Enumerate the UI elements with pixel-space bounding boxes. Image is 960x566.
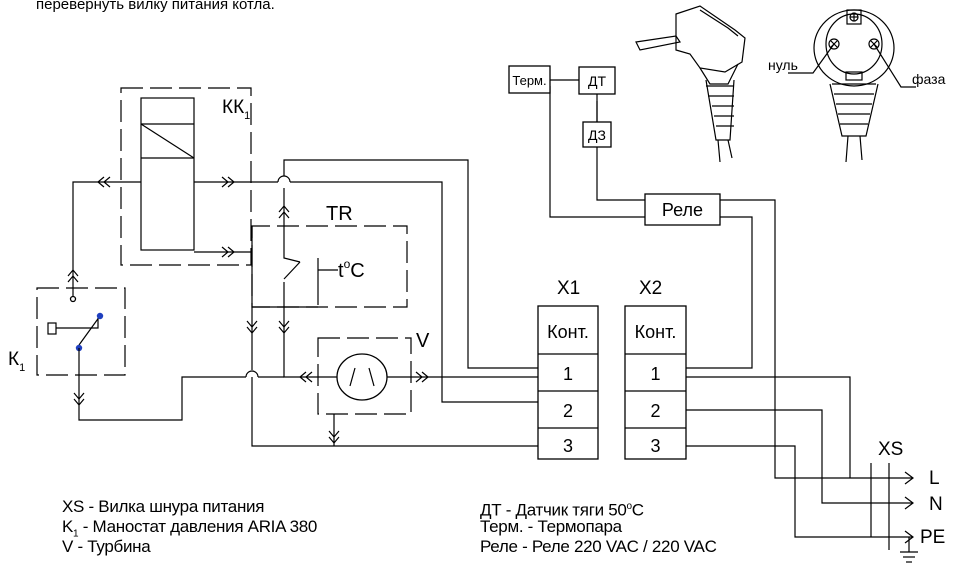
connector-marks [67, 176, 429, 444]
terminal-x1-pin-3: 3 [563, 436, 573, 456]
thermocouple-label: Терм. [512, 73, 546, 88]
sensor-dz-label: ДЗ [588, 127, 606, 143]
line-n-label: N [929, 494, 943, 515]
neutral-pin-label: нуль [768, 57, 798, 73]
terminal-x1-pin-1: 1 [563, 364, 573, 384]
terminal-x2-pin-3: 3 [650, 436, 660, 456]
terminal-block-x1: Конт. 1 2 3 [537, 305, 599, 460]
switch-contact-no [96, 312, 104, 320]
line-l-label: L [929, 468, 940, 489]
relay-box [644, 193, 721, 226]
turbine-v-symbol [336, 353, 388, 401]
relay-kk1-housing [120, 87, 252, 266]
legend-right-item-1: Терм. - Термопара [480, 517, 622, 536]
plug-xs-label: XS [878, 439, 903, 460]
legend-left-item-0: XS - Вилка шнура питания [62, 497, 265, 516]
plug-side-view-image [635, 5, 746, 163]
terminal-x1-header: Конт. [547, 322, 589, 342]
legend-left-item-1: K1 - Маностат давления ARIA 380 [62, 517, 318, 540]
top-note: перевернуть вилку питания котла. [36, 0, 275, 13]
relay-kk1-coil [140, 97, 195, 251]
relay-kk1-label: КК1 [222, 97, 250, 122]
pressure-switch-label: К1 [8, 349, 25, 374]
line-pe-label: PE [920, 527, 945, 548]
plug-front-view-image: нуль фаза [768, 9, 946, 163]
thermostat-tr-label: TR [326, 203, 353, 225]
legend-left: XS - Вилка шнура питания K1 - Маностат д… [62, 497, 317, 557]
sensor-dz-box [582, 121, 612, 148]
phase-pin-label: фаза [912, 71, 946, 87]
switch-contact-nc [69, 295, 77, 303]
terminal-x1-label: X1 [557, 278, 580, 299]
legend-right-item-2: Реле - Реле 220 VAC / 220 VAC [480, 537, 717, 556]
legend-left-item-2: V - Турбина [62, 537, 151, 556]
draft-sensor-dt-label: ДТ [588, 73, 606, 89]
thermostat-tr-housing [251, 225, 408, 308]
turbine-housing [317, 337, 412, 415]
legend-right-item-0: ДТ - Датчик тяги 50oC [480, 500, 644, 520]
terminal-x2-pin-1: 1 [650, 364, 660, 384]
terminal-x2-pin-2: 2 [650, 401, 660, 421]
terminal-x2-header: Конт. [635, 322, 677, 342]
thermostat-temp-label: toC [338, 257, 365, 282]
terminal-x1-pin-2: 2 [563, 401, 573, 421]
legend-right: ДТ - Датчик тяги 50oC Терм. - Термопара … [480, 497, 717, 557]
turbine-v-label: V [416, 330, 430, 352]
pressure-switch-housing [36, 287, 126, 376]
wiring [67, 86, 918, 563]
relay-label: Реле [662, 200, 703, 220]
terminal-x2-label: X2 [639, 278, 662, 299]
draft-sensor-dt-box [578, 66, 616, 95]
terminal-block-x2: Конт. 1 2 3 [624, 305, 687, 460]
